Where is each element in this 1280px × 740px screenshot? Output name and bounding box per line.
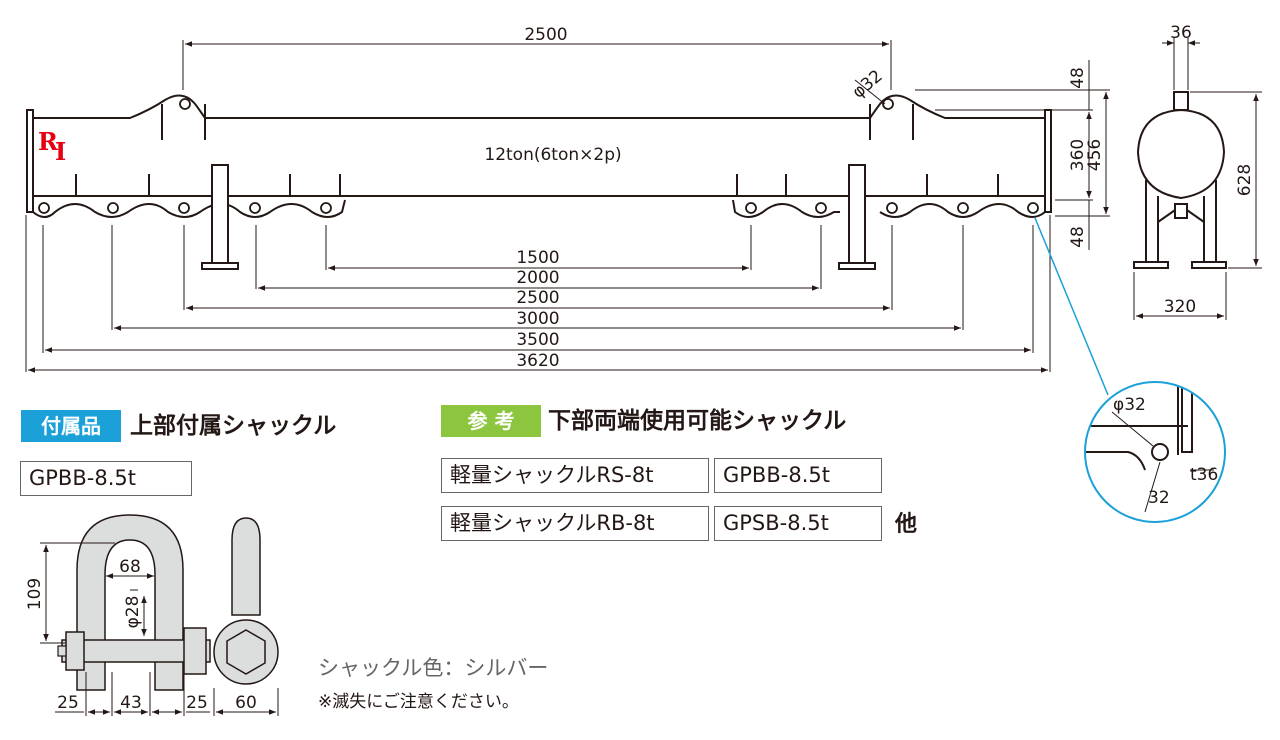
reference-item-rs8t: 軽量シャックルRS-8t <box>441 458 709 493</box>
accessory-tag: 付属品 <box>21 410 121 442</box>
shackle-dim-phi28: φ28 <box>123 596 143 629</box>
dim-3000: 3000 <box>516 309 559 329</box>
logo-i: I <box>55 137 66 166</box>
shackle-dim-68: 68 <box>119 557 141 577</box>
reference-item-rb8t: 軽量シャックルRB-8t <box>441 506 709 541</box>
dim-2500: 2500 <box>516 288 559 308</box>
accessory-heading: 上部付属シャックル <box>130 413 337 439</box>
shackle-dim-60: 60 <box>235 693 257 713</box>
shackle-dim-43: 43 <box>120 693 142 713</box>
reference-item-gpsb: GPSB-8.5t <box>714 506 882 541</box>
reference-heading: 下部両端使用可能シャックル <box>548 408 847 434</box>
dim-side-36: 36 <box>1170 23 1192 43</box>
detail-phi32: φ32 <box>1113 395 1146 415</box>
shackle-front-view <box>57 514 211 691</box>
reference-etc: 他 <box>895 512 918 537</box>
dim-top-2500: 2500 <box>524 25 567 45</box>
loss-warning-note: ※滅失にご注意ください。 <box>318 692 519 712</box>
dim-3620: 3620 <box>516 351 559 371</box>
dim-2000: 2000 <box>516 268 559 288</box>
dim-right-456: 456 <box>1085 139 1105 171</box>
ri-logo: R I <box>38 127 66 166</box>
detail-t36: t36 <box>1190 465 1218 485</box>
dim-right-360: 360 <box>1068 139 1088 171</box>
shackle-color-note: シャックル色：シルバー <box>318 656 549 680</box>
shackle-side-view <box>213 517 279 685</box>
accessory-model-box: GPBB-8.5t <box>20 461 192 496</box>
detail-leader-line <box>1034 217 1109 396</box>
dim-side-628: 628 <box>1235 164 1255 196</box>
dim-3500: 3500 <box>516 330 559 350</box>
beam-side-view <box>1133 91 1227 269</box>
logo-r: R <box>38 127 59 156</box>
detail-32: 32 <box>1148 488 1170 508</box>
dim-right-48-bottom: 48 <box>1068 226 1088 248</box>
dim-right-48-top: 48 <box>1068 67 1088 89</box>
shackle-dim-109: 109 <box>25 578 45 610</box>
detail-view <box>1084 381 1226 523</box>
dim-1500: 1500 <box>516 248 559 268</box>
capacity-label: 12ton(6ton×2p) <box>484 145 621 165</box>
reference-item-gpbb: GPBB-8.5t <box>714 458 882 493</box>
dim-side-320: 320 <box>1164 297 1196 317</box>
shackle-dim-25-right: 25 <box>186 693 208 713</box>
reference-tag: 参 考 <box>441 405 541 437</box>
shackle-dim-25-left: 25 <box>57 693 79 713</box>
dim-hole-phi32: φ32 <box>849 66 887 102</box>
beam-front-view <box>26 94 1052 270</box>
